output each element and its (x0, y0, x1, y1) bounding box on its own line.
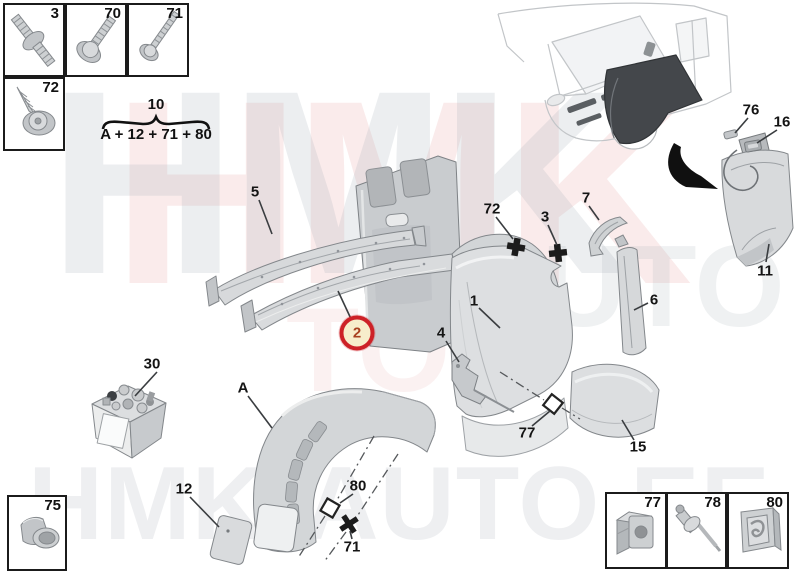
callout-11: 11 (757, 262, 773, 280)
assembly-formula: 10 A + 12 + 71 + 80 (88, 96, 224, 143)
highlight-callout-number: 2 (352, 324, 362, 342)
van-illustration (497, 2, 732, 150)
clip-position-square-77 (541, 392, 565, 416)
highlight-callout: 2 (339, 315, 375, 351)
callout-3: 3 (540, 208, 550, 226)
callout-6: 6 (649, 291, 659, 309)
part-5-upper-rail (205, 225, 427, 307)
fastener-box-72: 72 (3, 77, 65, 151)
spring-clip-icon (740, 506, 782, 553)
callout-1: 1 (469, 292, 479, 310)
callout-12: 12 (175, 480, 193, 498)
part-30-fastener-kit (91, 384, 167, 459)
callout-80: 80 (349, 477, 367, 495)
callout-15: 15 (629, 438, 647, 456)
callout-16: 16 (773, 113, 791, 131)
leader-lines (134, 117, 778, 540)
direction-arrow (668, 143, 718, 189)
fastener-box-71: 71 (127, 3, 189, 77)
callout-A: A (237, 379, 249, 397)
callout-4: 4 (436, 324, 446, 342)
fastener-box-label: 78 (704, 494, 721, 511)
fastener-box-70: 70 (65, 3, 127, 77)
part-4-bracket (451, 353, 515, 413)
watermark-uto: UTO (542, 221, 785, 351)
fastener-box-label: 75 (44, 497, 61, 514)
callout-77: 77 (518, 424, 536, 442)
watermark-hmk: HMK (48, 36, 629, 329)
fastener-box-label: 72 (42, 79, 59, 96)
fastener-box-label: 70 (104, 5, 121, 22)
callout-76: 76 (742, 101, 760, 119)
callout-30: 30 (143, 355, 161, 373)
stud-screw-icon (10, 13, 56, 68)
part-7-bracket (588, 216, 629, 257)
screw-position-cross-72 (506, 237, 526, 257)
formula-group-label: 10 (147, 96, 165, 113)
part-6-strip (614, 234, 647, 356)
part-16-clip (744, 139, 762, 153)
screw-position-cross-3 (548, 243, 568, 263)
tapping-screw-icon (16, 86, 56, 136)
watermark-to: TO (286, 283, 451, 417)
cage-nut-icon (615, 511, 654, 555)
callout-71: 71 (343, 538, 361, 556)
fitting-wire (723, 149, 759, 192)
fastener-box-label: 71 (166, 5, 183, 22)
callout-72: 72 (483, 200, 501, 218)
rivet-nut-icon (20, 516, 60, 549)
screw-position-x-71 (339, 514, 359, 534)
fastener-box-80: 80 (727, 492, 789, 569)
long-screw-icon (139, 10, 180, 62)
blind-rivet-icon (675, 504, 722, 552)
pan-head-screw-icon (76, 15, 117, 63)
callout-5: 5 (250, 183, 260, 201)
clip-position-square-80 (318, 496, 342, 520)
formula-expression: A + 12 + 71 + 80 (100, 126, 212, 143)
fastener-box-78: 78 (666, 492, 727, 569)
part-15-molding (569, 363, 660, 438)
fastener-box-label: 77 (644, 494, 661, 511)
part-a-wheel-arch-liner (253, 388, 436, 553)
van-dark-fender (603, 54, 703, 145)
van-front-wheel (610, 102, 658, 150)
part-11-mudflap (721, 132, 794, 267)
fastener-box-label: 3 (50, 5, 59, 22)
part-1-fender (449, 245, 573, 457)
part-76-clip (723, 129, 738, 140)
part-12-panel (209, 515, 253, 565)
fastener-box-label: 80 (766, 494, 783, 511)
callout-7: 7 (581, 189, 591, 207)
fastener-box-75: 75 (7, 495, 67, 571)
part-2-wheelhouse-panel (355, 155, 569, 353)
fastener-box-77: 77 (605, 492, 667, 569)
reference-lines (297, 371, 581, 563)
fastener-box-3: 3 (3, 3, 65, 77)
